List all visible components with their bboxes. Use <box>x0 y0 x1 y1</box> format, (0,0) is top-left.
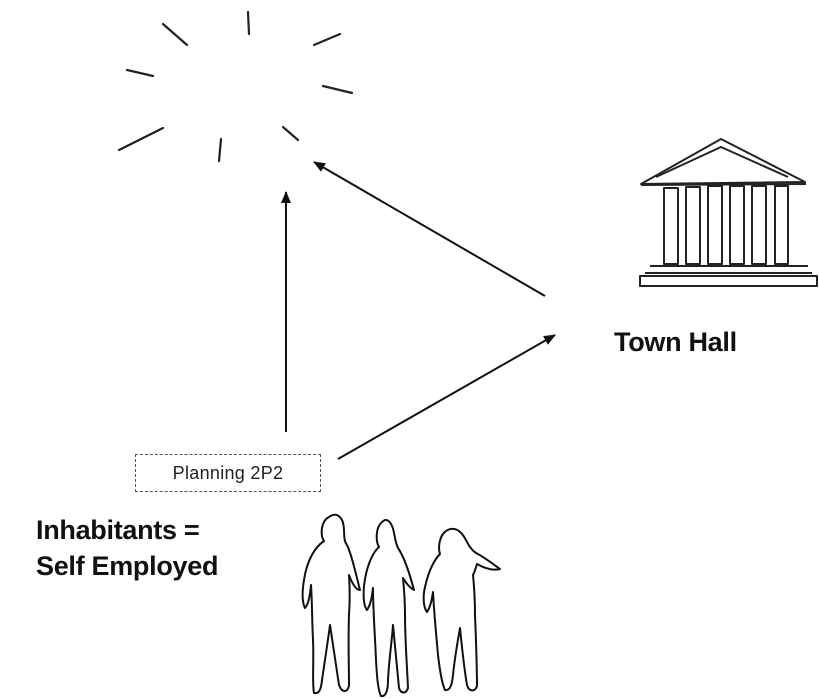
arrow-townhall-to-goal <box>313 161 546 297</box>
arrow-planning-to-townhall <box>337 334 556 460</box>
town-hall-label: Town Hall <box>614 327 737 357</box>
sunburst-icon <box>117 10 354 163</box>
inhabitants-label-line1: Inhabitants = <box>36 515 200 545</box>
planning-box: Planning 2P2 <box>135 454 321 492</box>
planning-label: Planning 2P2 <box>172 462 284 483</box>
inhabitants-label-line2: Self Employed <box>36 551 219 581</box>
town-hall-building-icon <box>639 138 818 287</box>
inhabitants-label: Inhabitants = Self Employed <box>36 512 218 584</box>
arrows <box>281 161 556 460</box>
inhabitants-figures-icon <box>301 513 501 698</box>
